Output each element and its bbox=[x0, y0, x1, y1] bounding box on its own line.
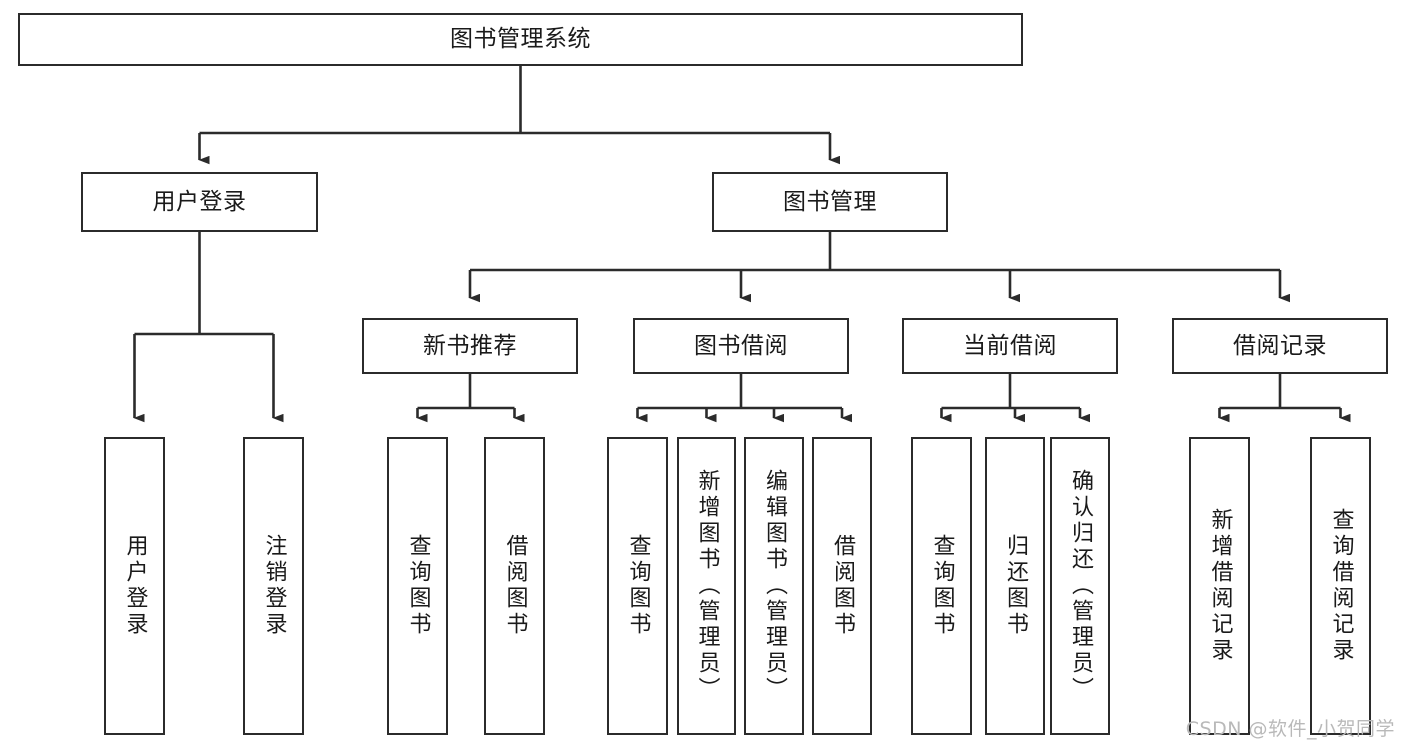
node-book-management-label: 图书管理 bbox=[783, 188, 877, 215]
node-borrow-record[interactable]: 借阅记录 bbox=[1172, 318, 1388, 374]
node-user-login-label: 用户登录 bbox=[152, 188, 247, 215]
node-book-borrow[interactable]: 图书借阅 bbox=[633, 318, 849, 374]
node-leaf-borrow-book-2[interactable]: 借阅图书 bbox=[812, 437, 872, 735]
node-leaf-confirm-return[interactable]: 确认归还（管理员） bbox=[1050, 437, 1110, 735]
node-leaf-query-record[interactable]: 查询借阅记录 bbox=[1310, 437, 1371, 735]
node-leaf-logout[interactable]: 注销登录 bbox=[243, 437, 304, 735]
node-book-borrow-label: 图书借阅 bbox=[694, 332, 788, 359]
node-leaf-query-book-1-label: 查询图书 bbox=[405, 534, 431, 638]
node-leaf-query-book-2-label: 查询图书 bbox=[625, 534, 651, 638]
node-leaf-query-book-3[interactable]: 查询图书 bbox=[911, 437, 972, 735]
node-leaf-borrow-book-2-label: 借阅图书 bbox=[830, 534, 855, 638]
node-leaf-add-record[interactable]: 新增借阅记录 bbox=[1189, 437, 1250, 735]
node-current-borrow-label: 当前借阅 bbox=[963, 332, 1057, 359]
node-root-label: 图书管理系统 bbox=[450, 26, 591, 53]
node-root[interactable]: 图书管理系统 bbox=[18, 13, 1023, 66]
watermark: CSDN @软件_小贺同学 bbox=[1185, 718, 1395, 740]
node-borrow-record-label: 借阅记录 bbox=[1233, 332, 1327, 359]
node-leaf-return-book[interactable]: 归还图书 bbox=[985, 437, 1045, 735]
node-leaf-edit-book[interactable]: 编辑图书（管理员） bbox=[744, 437, 804, 735]
node-leaf-query-book-3-label: 查询图书 bbox=[929, 534, 955, 638]
node-leaf-return-book-label: 归还图书 bbox=[1003, 534, 1028, 638]
node-leaf-borrow-book-1-label: 借阅图书 bbox=[502, 534, 528, 638]
node-new-book-recommend-label: 新书推荐 bbox=[423, 332, 517, 359]
node-leaf-borrow-book-1[interactable]: 借阅图书 bbox=[484, 437, 545, 735]
node-leaf-edit-book-label: 编辑图书（管理员） bbox=[762, 469, 787, 703]
node-leaf-add-book[interactable]: 新增图书（管理员） bbox=[677, 437, 736, 735]
node-leaf-query-record-label: 查询借阅记录 bbox=[1328, 508, 1354, 664]
node-leaf-confirm-return-label: 确认归还（管理员） bbox=[1068, 469, 1093, 703]
node-leaf-user-login-label: 用户登录 bbox=[122, 534, 148, 638]
node-new-book-recommend[interactable]: 新书推荐 bbox=[362, 318, 578, 374]
node-leaf-add-record-label: 新增借阅记录 bbox=[1207, 508, 1233, 664]
node-current-borrow[interactable]: 当前借阅 bbox=[902, 318, 1118, 374]
node-leaf-user-login[interactable]: 用户登录 bbox=[104, 437, 165, 735]
node-leaf-query-book-1[interactable]: 查询图书 bbox=[387, 437, 448, 735]
node-leaf-add-book-label: 新增图书（管理员） bbox=[694, 469, 720, 703]
node-leaf-query-book-2[interactable]: 查询图书 bbox=[607, 437, 668, 735]
node-leaf-logout-label: 注销登录 bbox=[261, 534, 287, 638]
node-book-management[interactable]: 图书管理 bbox=[712, 172, 948, 232]
node-user-login[interactable]: 用户登录 bbox=[81, 172, 318, 232]
